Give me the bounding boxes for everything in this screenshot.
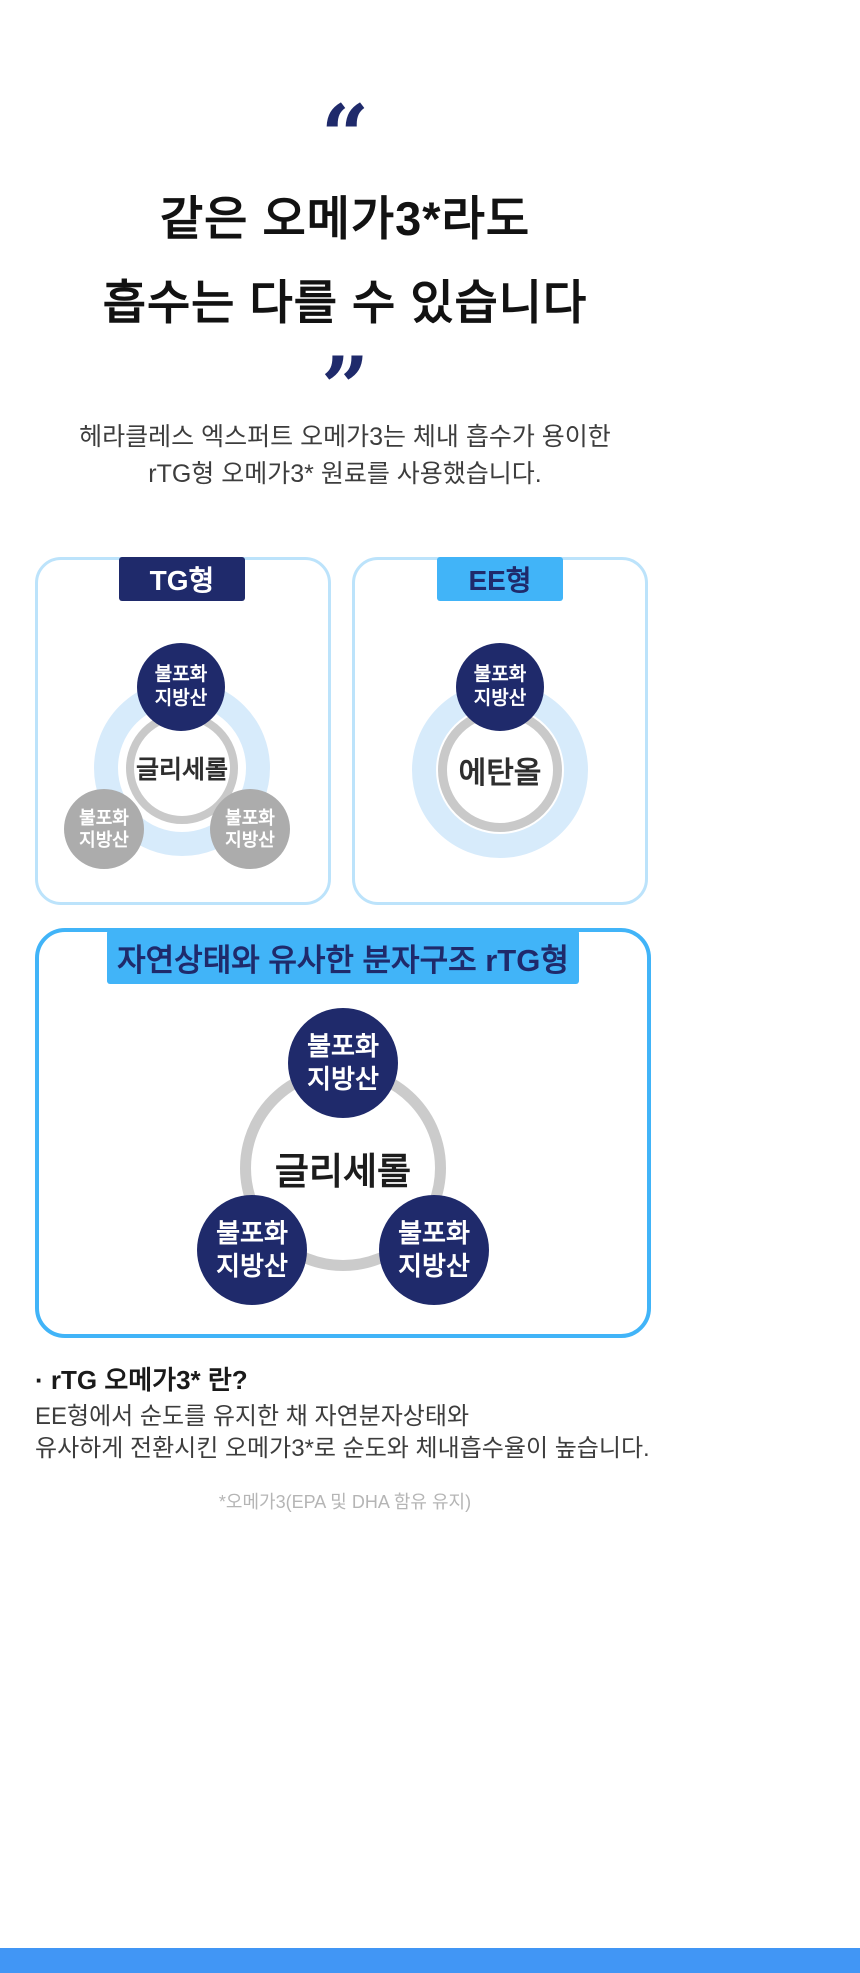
headline-line-1: 같은 오메가3*라도 (159, 192, 531, 245)
tg-fatty-acid-node-right: 불포화 지방산 (210, 789, 290, 869)
node-label-line: 지방산 (79, 830, 129, 850)
rtg-glycerol-label: 글리세롤 (274, 1151, 412, 1192)
rtg-fatty-acid-node-left: 불포화 지방산 (197, 1195, 307, 1305)
node-label-line: 불포화 (225, 808, 275, 828)
rtg-definition-line-1: EE형에서 순도를 유지한 채 자연분자상태와 (35, 1403, 470, 1430)
ee-card-badge: EE형 (437, 557, 563, 601)
footnote: *오메가3(EPA 및 DHA 함유 유지) (218, 1492, 472, 1512)
intro-line-1: 헤라클레스 엑스퍼트 오메가3는 체내 흡수가 용이한 (79, 423, 611, 451)
rtg-fatty-acid-node-right: 불포화 지방산 (379, 1195, 489, 1305)
headline-line-2: 흡수는 다를 수 있습니다 (102, 276, 588, 329)
ee-fatty-acid-node-top: 불포화 지방산 (456, 643, 544, 731)
node-label-line: 불포화 (473, 664, 527, 685)
tg-card-badge: TG형 (119, 557, 245, 601)
node-label-line: 지방산 (154, 688, 208, 709)
node-label-line: 지방산 (473, 688, 527, 709)
node-label-line: 지방산 (398, 1251, 470, 1281)
node-label-line: 불포화 (79, 808, 129, 828)
node-label-line: 불포화 (307, 1031, 379, 1061)
open-quote: “ (320, 86, 370, 185)
close-quote: ” (320, 338, 370, 437)
node-label-line: 지방산 (307, 1064, 379, 1094)
node-label-line: 지방산 (225, 830, 275, 850)
bottom-section-bar (0, 1948, 860, 1973)
tg-fatty-acid-node-top: 불포화 지방산 (137, 643, 225, 731)
rtg-fatty-acid-node-top: 불포화 지방산 (288, 1008, 398, 1118)
rtg-definition-line-2: 유사하게 전환시킨 오메가3*로 순도와 체내흡수율이 높습니다. (35, 1435, 650, 1462)
tg-glycerol-label: 글리세롤 (135, 756, 228, 784)
ee-ethanol-label: 에탄올 (458, 757, 542, 790)
node-label-line: 불포화 (154, 664, 208, 685)
tg-fatty-acid-node-left: 불포화 지방산 (64, 789, 144, 869)
node-label-line: 지방산 (216, 1251, 288, 1281)
rtg-definition-title: · rTG 오메가3* 란? (35, 1365, 248, 1395)
intro-line-2: rTG형 오메가3* 원료를 사용했습니다. (148, 460, 542, 488)
node-label-line: 불포화 (398, 1218, 470, 1248)
rtg-card-badge: 자연상태와 유사한 분자구조 rTG형 (107, 930, 579, 984)
node-label-line: 불포화 (216, 1218, 288, 1248)
